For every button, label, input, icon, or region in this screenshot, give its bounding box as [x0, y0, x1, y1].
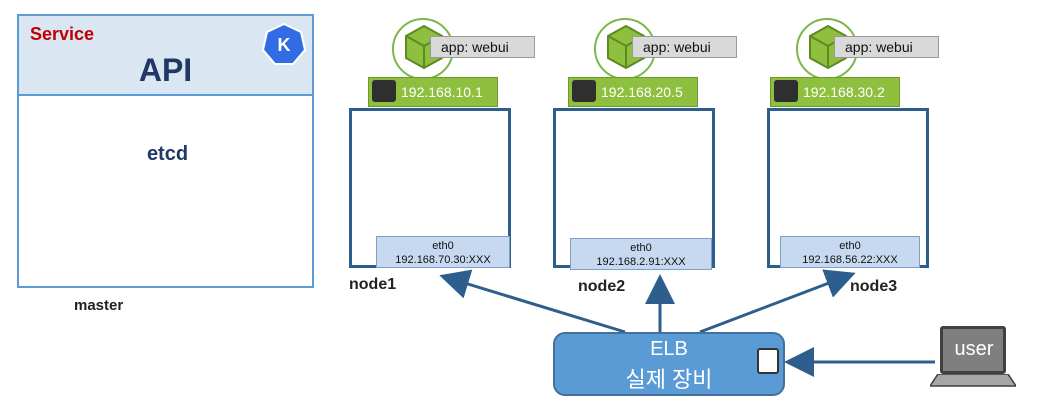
elb-box[interactable] [553, 332, 785, 396]
network-port-icon [372, 80, 396, 102]
service-label: Service [30, 24, 95, 44]
arrow-elb-to-node1 [439, 269, 626, 334]
api-bar [19, 16, 312, 96]
user-label: user [954, 338, 994, 360]
laptop-icon [940, 326, 1006, 374]
app-label-tag: app: webui [632, 36, 737, 58]
eth0-interface: eth0 192.168.70.30:XXX [376, 236, 510, 268]
node-label: node2 [578, 278, 626, 295]
eth-address: 192.168.70.30:XXX [395, 254, 491, 266]
node-label: node1 [349, 276, 397, 293]
node-label: node3 [850, 278, 898, 295]
eth-name: eth0 [432, 240, 454, 252]
network-port-icon [774, 80, 798, 102]
pod-ip: 192.168.10.1 [401, 84, 483, 100]
app-label-tag: app: webui [834, 36, 939, 58]
network-port-icon [572, 80, 596, 102]
etcd-label: etcd [146, 143, 189, 165]
eth-name: eth0 [839, 240, 861, 252]
master-label: master [74, 297, 124, 314]
eth-address: 192.168.2.91:XXX [596, 256, 686, 268]
arrow-elb-to-node3 [699, 269, 856, 334]
eth-address: 192.168.56.22:XXX [802, 254, 898, 266]
api-label: API [138, 52, 193, 88]
elb-subtitle: 실제 장비 [625, 367, 713, 392]
app-label-tag: app: webui [430, 36, 535, 58]
eth-name: eth0 [630, 242, 652, 254]
eth0-interface: eth0 192.168.2.91:XXX [570, 238, 712, 270]
kubernetes-icon: K [262, 22, 306, 65]
eth0-interface: eth0 192.168.56.22:XXX [780, 236, 920, 268]
pod-ip: 192.168.20.5 [601, 84, 683, 100]
elb-title: ELB [650, 338, 688, 360]
network-port-icon [757, 348, 779, 374]
laptop-base-icon [930, 374, 1016, 387]
pod-ip: 192.168.30.2 [803, 84, 885, 100]
kubernetes-icon-letter: K [278, 35, 291, 55]
